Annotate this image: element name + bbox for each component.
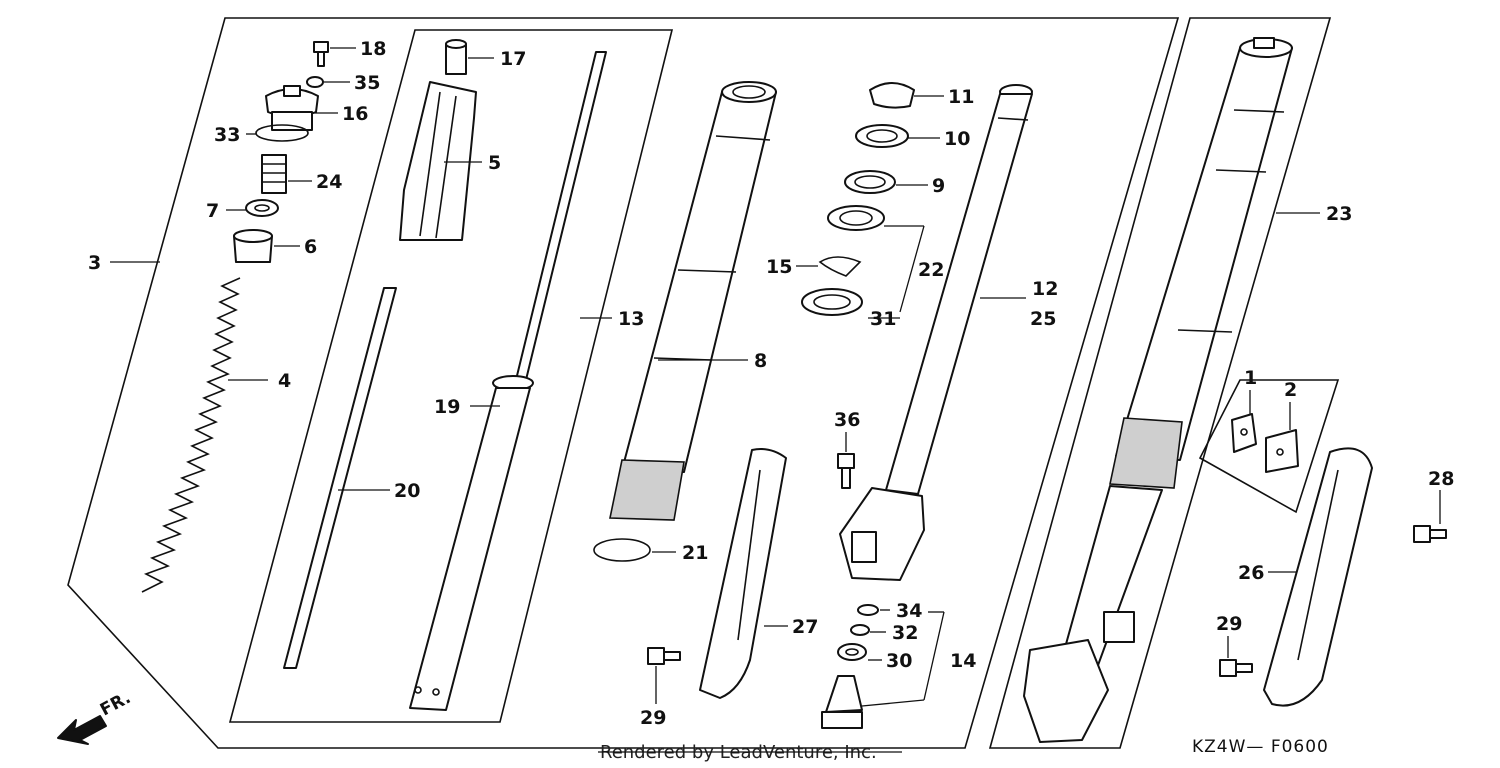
part-36-bolt — [837, 453, 855, 489]
part-14-drain-bolt — [821, 675, 863, 729]
callout-34: 34 — [896, 600, 922, 622]
callout-32: 32 — [892, 622, 918, 644]
part-30-seal — [837, 643, 867, 661]
part-17-nut — [445, 39, 467, 75]
part-13-damper-rod — [513, 51, 607, 389]
front-direction-arrow: FR. — [57, 688, 134, 745]
callout-7: 7 — [206, 200, 219, 222]
right-assembly-frame — [988, 17, 1332, 749]
diagram-code: KZ4W— F0600 — [1192, 737, 1329, 757]
frames — [67, 17, 1340, 749]
callout-31: 31 — [870, 308, 896, 330]
callout-3: 3 — [88, 252, 101, 274]
callout-29-left: 29 — [640, 707, 666, 729]
part-2-bracket — [1265, 429, 1299, 473]
callout-27: 27 — [792, 616, 818, 638]
outer-assembly-frame — [67, 17, 1180, 749]
callout-17: 17 — [500, 48, 526, 70]
callout-29-right: 29 — [1216, 613, 1242, 635]
callout-15: 15 — [766, 256, 792, 278]
callout-4: 4 — [278, 370, 291, 392]
part-8-outer-tube — [609, 81, 777, 521]
part-5-damper-body — [399, 81, 477, 241]
callout-18: 18 — [360, 38, 386, 60]
part-1-bracket — [1231, 413, 1257, 453]
callout-25: 25 — [1030, 308, 1056, 330]
part-28-bolt — [1413, 525, 1447, 543]
part-32-washer — [850, 624, 870, 636]
part-7-seat — [245, 199, 279, 217]
part-34-washer — [857, 604, 879, 616]
bracket-group-frame — [1198, 379, 1340, 514]
callout-9: 9 — [932, 175, 945, 197]
part-24-adjuster — [261, 154, 287, 194]
leader-lines — [110, 47, 1441, 707]
callout-6: 6 — [304, 236, 317, 258]
callout-33: 33 — [214, 124, 240, 146]
part-10-dust-seal — [855, 124, 909, 148]
callout-26: 26 — [1238, 562, 1264, 584]
part-27-fork-guard — [699, 448, 787, 699]
callout-13: 13 — [618, 308, 644, 330]
callout-22: 22 — [918, 259, 944, 281]
callout-24: 24 — [316, 171, 342, 193]
part-19-cartridge — [409, 375, 534, 711]
part-16-fork-cap — [265, 85, 319, 131]
callout-20: 20 — [394, 480, 420, 502]
callout-5: 5 — [488, 152, 501, 174]
callout-19: 19 — [434, 396, 460, 418]
axle-holder — [839, 487, 925, 581]
part-21-clip — [593, 538, 651, 562]
callout-11: 11 — [948, 86, 974, 108]
part-23-fork-assembly — [1023, 37, 1293, 743]
part-29-bolt-left — [647, 647, 681, 665]
part-29-bolt-right — [1219, 659, 1253, 677]
part-11-clip — [869, 82, 915, 109]
callout-8: 8 — [754, 350, 767, 372]
callout-28: 28 — [1428, 468, 1454, 490]
callout-12: 12 — [1032, 278, 1058, 300]
part-6-collar — [233, 229, 273, 263]
callout-36: 36 — [834, 409, 860, 431]
part-33-o-ring — [255, 124, 309, 142]
part-18-bolt — [313, 41, 329, 67]
part-22-oil-seal — [827, 205, 885, 231]
callout-16: 16 — [342, 103, 368, 125]
part-4-fork-spring — [141, 277, 241, 593]
part-26-fork-guard — [1263, 447, 1373, 707]
callout-23: 23 — [1326, 203, 1352, 225]
callout-10: 10 — [944, 128, 970, 150]
part-12-inner-tube — [885, 84, 1033, 495]
callout-14: 14 — [950, 650, 976, 672]
part-35-washer — [306, 76, 324, 88]
callout-35: 35 — [354, 72, 380, 94]
callout-2: 2 — [1284, 379, 1297, 401]
callout-21: 21 — [682, 542, 708, 564]
callout-1: 1 — [1244, 367, 1257, 389]
inner-damper-frame — [228, 29, 674, 723]
callout-labels: 18 35 16 33 24 7 6 3 4 17 5 20 19 13 8 2… — [88, 38, 1454, 729]
callout-30: 30 — [886, 650, 912, 672]
front-direction-label: FR. — [97, 688, 134, 720]
part-9-seal — [844, 170, 896, 194]
part-31-seal — [801, 288, 863, 316]
part-20-rod — [283, 287, 397, 669]
part-15-stopper-ring — [818, 256, 862, 277]
